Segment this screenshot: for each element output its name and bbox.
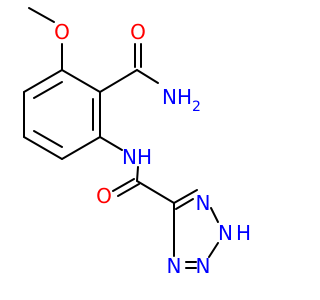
tetrazole-n-top-label: N bbox=[196, 191, 211, 215]
tetrazole-n-bottom-right-label: N bbox=[196, 254, 211, 278]
methoxy-oxygen-label: O bbox=[54, 20, 70, 44]
amide-oxygen-label: O bbox=[130, 20, 146, 44]
benzene-ring bbox=[23, 69, 101, 160]
amide-nh2-label: NH2 bbox=[162, 85, 201, 115]
secondary-amide-linker: NH O bbox=[96, 136, 175, 208]
primary-amide-group: O NH2 bbox=[99, 20, 201, 115]
amide-nh-label: NH bbox=[122, 145, 152, 169]
tetrazole-n-bottom-left-label: N bbox=[167, 254, 182, 278]
methoxy-group: O bbox=[28, 7, 70, 71]
linker-oxygen-label: O bbox=[96, 184, 112, 208]
